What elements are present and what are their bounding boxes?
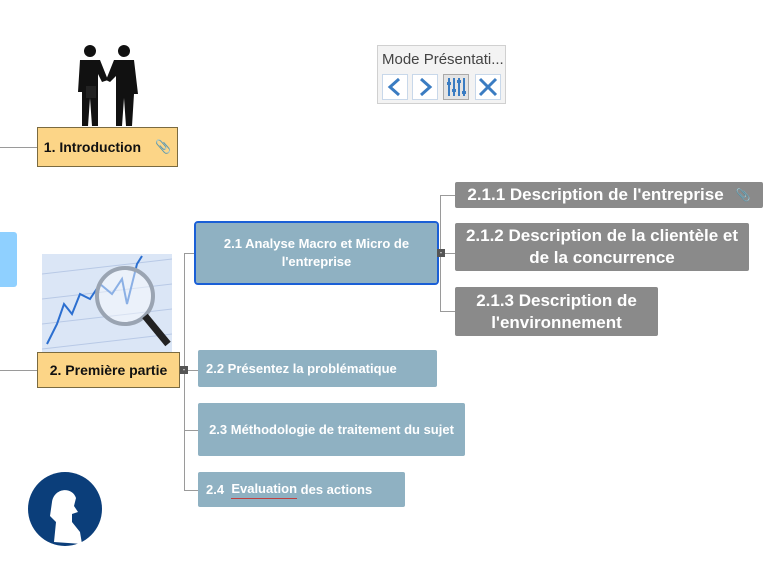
chevron-left-icon (387, 77, 400, 97)
topic-label: 2.1.3 Description de l'environnement (476, 290, 637, 332)
topic-2-1-3[interactable]: 2.1.3 Description de l'environnement (455, 287, 658, 336)
connector (440, 311, 455, 312)
topic-2-1[interactable]: 2.1 Analyse Macro et Micro de l'entrepri… (194, 221, 439, 285)
collapse-toggle[interactable]: - (437, 249, 445, 257)
collapse-toggle[interactable]: - (180, 366, 188, 374)
connector (184, 490, 198, 491)
connector (0, 147, 37, 148)
toolbar-title: Mode Présentati... (382, 51, 504, 68)
connector (184, 430, 198, 431)
topic-label: 2.1 Analyse Macro et Micro de l'entrepri… (223, 236, 410, 269)
topic-word-spellcheck: Evaluation (231, 480, 298, 499)
connector (437, 253, 455, 254)
topic-2-1-1[interactable]: 2.1.1 Description de l'entreprise 📎 (455, 182, 763, 208)
topic-label: 2.1.1 Description de l'entreprise (467, 185, 724, 204)
chevron-right-icon (420, 77, 433, 97)
topic-label: 2.2 Présentez la problématique (206, 360, 397, 376)
side-panel-tab[interactable] (0, 232, 17, 287)
topic-2-4[interactable]: 2.4 Evaluation des actions (198, 472, 405, 507)
chart-magnifier-image (42, 254, 172, 352)
topic-2-2[interactable]: 2.2 Présentez la problématique (198, 350, 437, 387)
topic-label: 2.1.2 Description de la clientèle et de … (465, 226, 739, 267)
sliders-icon (447, 78, 466, 96)
connector (0, 370, 37, 371)
connector (440, 195, 455, 196)
connector (184, 253, 196, 254)
next-button[interactable] (412, 74, 438, 100)
close-button[interactable] (475, 74, 501, 100)
topic-label: 2.3 Méthodologie de traitement du sujet (209, 421, 454, 437)
paperclip-icon[interactable]: 📎 (155, 139, 172, 154)
topic-introduction[interactable]: 1. Introduction 📎 (37, 127, 178, 167)
settings-button[interactable] (443, 74, 469, 100)
presentation-toolbar: Mode Présentati... (377, 45, 506, 104)
topic-number: 2.4 (206, 481, 225, 497)
topic-2-3[interactable]: 2.3 Méthodologie de traitement du sujet (198, 403, 465, 456)
handshake-image (78, 45, 138, 126)
topic-label: 2. Première partie (49, 362, 168, 378)
topic-2-1-2[interactable]: 2.1.2 Description de la clientèle et de … (455, 223, 749, 271)
topic-label: 1. Introduction (43, 139, 142, 155)
thinker-logo (28, 472, 102, 546)
previous-button[interactable] (382, 74, 408, 100)
topic-premiere-partie[interactable]: 2. Première partie (37, 352, 180, 388)
connector (180, 370, 198, 371)
close-icon (478, 77, 498, 97)
paperclip-icon[interactable]: 📎 (735, 188, 751, 202)
topic-label: des actions (297, 481, 373, 497)
